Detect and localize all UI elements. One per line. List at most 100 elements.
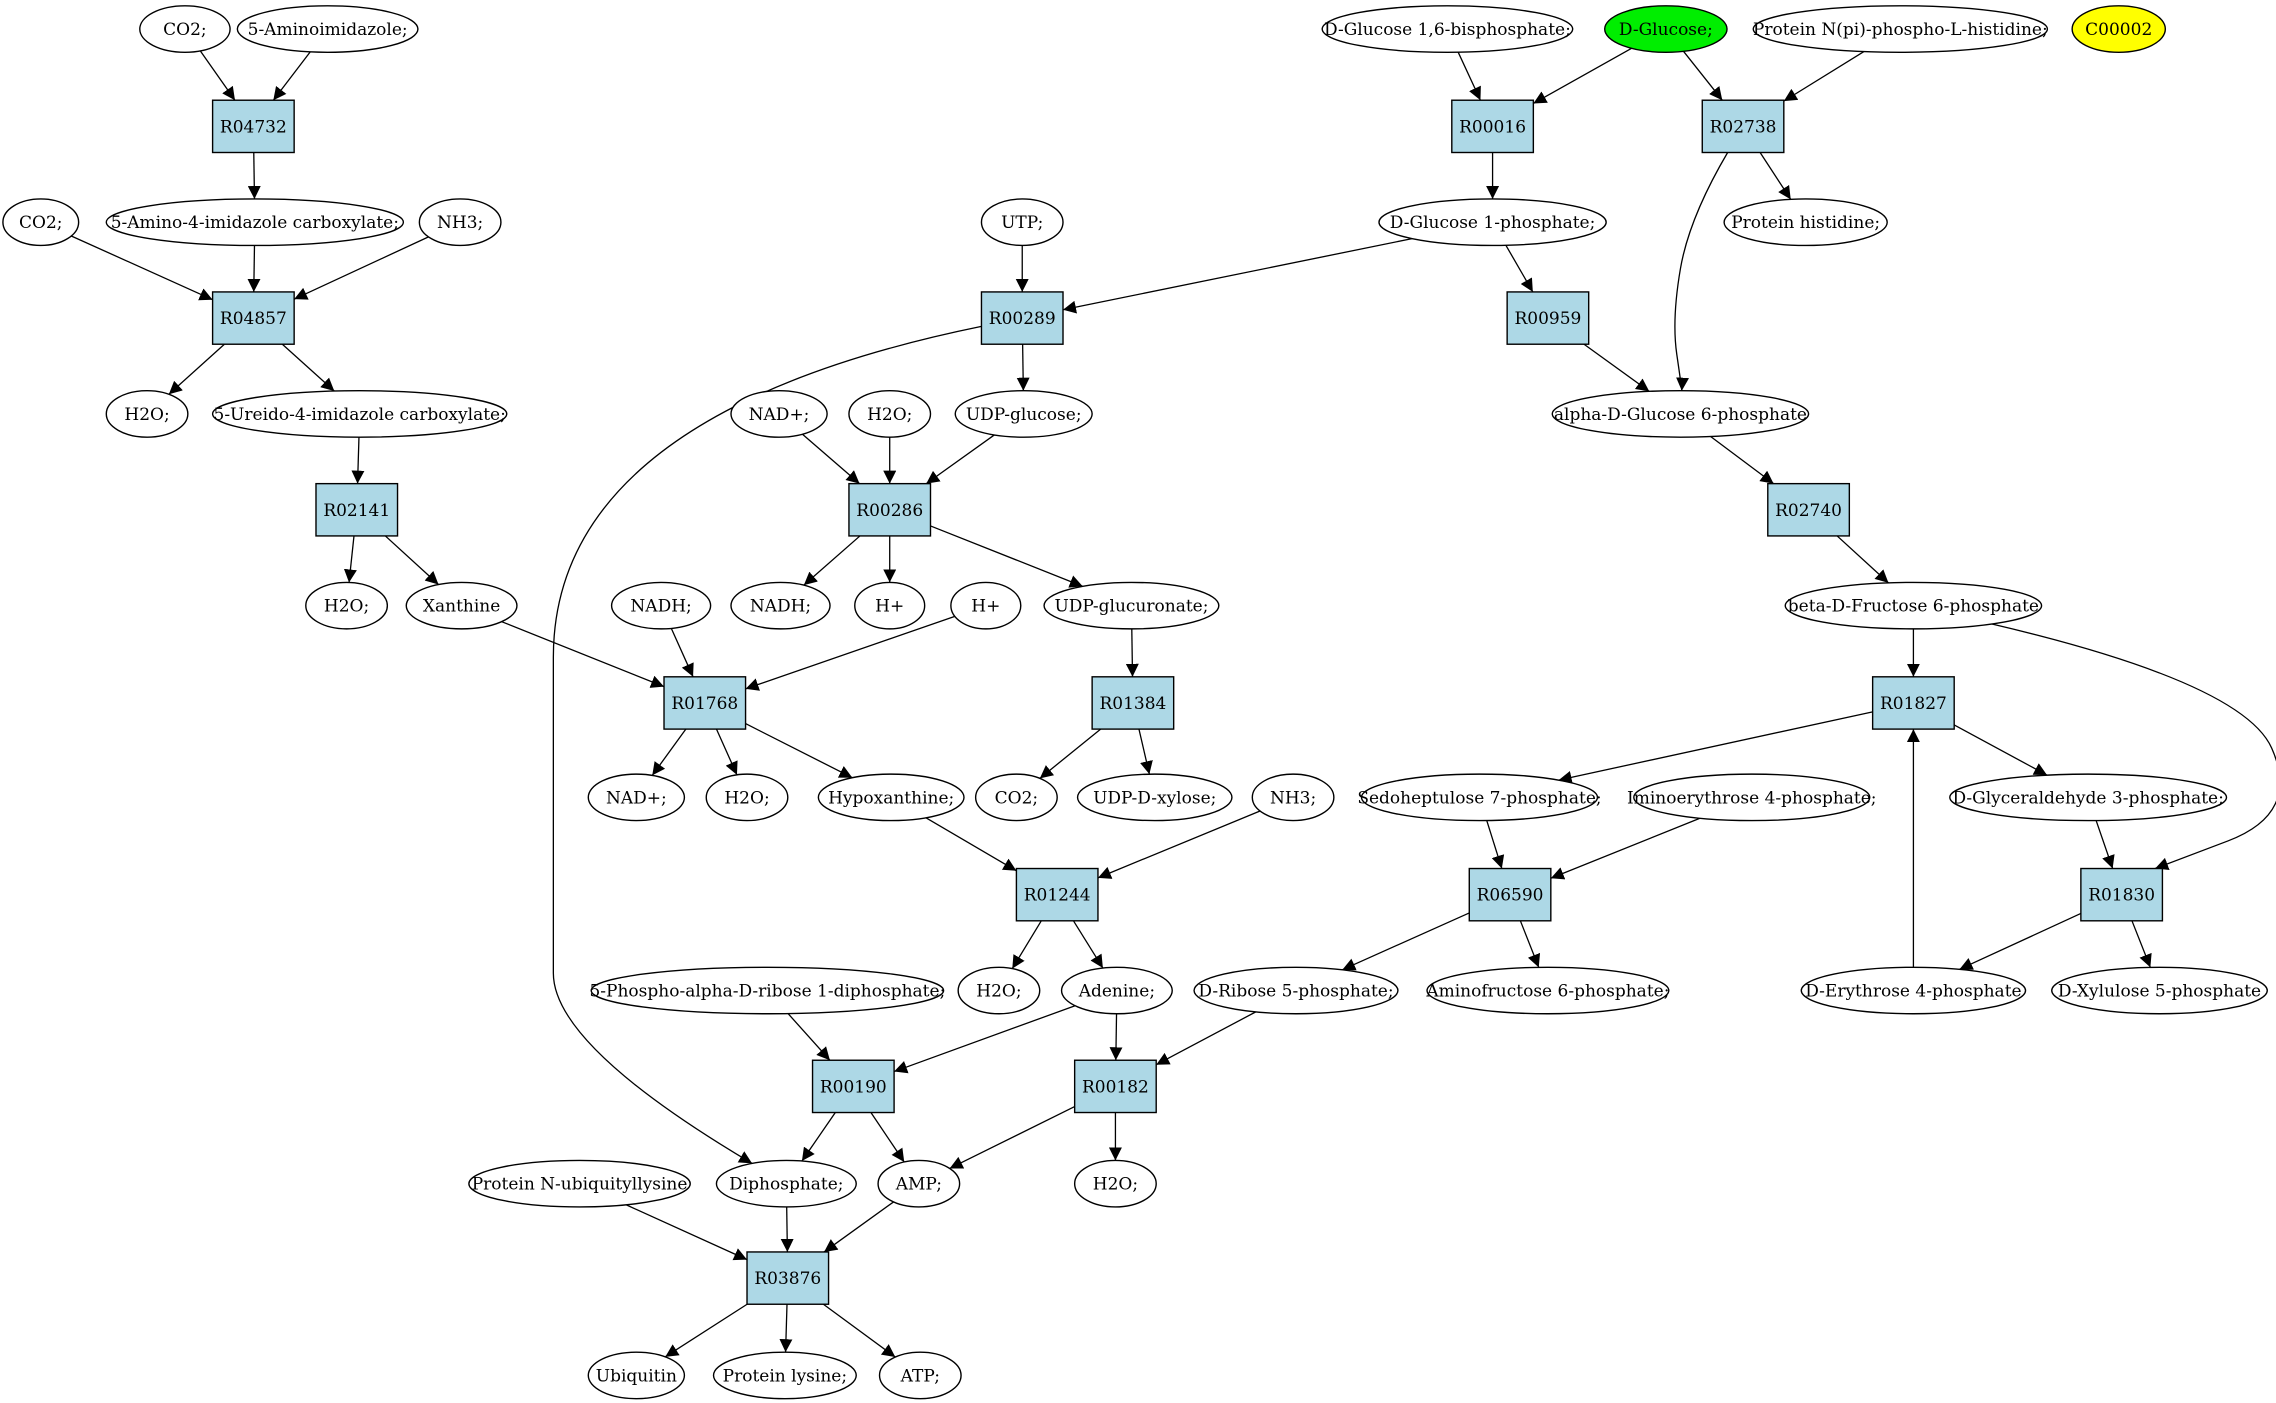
edge-ureido-to-r02141 (351, 437, 365, 484)
compound-label: 5-Aminoimidazole; (248, 20, 408, 40)
reaction-label: R04857 (220, 309, 287, 329)
compound-node-prot-his[interactable]: Protein histidine; (1723, 198, 1888, 247)
compound-ellipse (2, 198, 80, 247)
compound-node-nad-1[interactable]: NAD+; (730, 389, 828, 438)
compound-ellipse (105, 198, 405, 247)
compound-node-h2o-6[interactable]: H2O; (1073, 1159, 1157, 1208)
reaction-node-r00190[interactable]: R00190 (811, 1059, 895, 1114)
compound-label: UDP-glucose; (966, 405, 1082, 425)
compound-node-prpp[interactable]: 5-Phospho-alpha-D-ribose 1-diphosphate; (589, 966, 945, 1015)
compound-node-amp[interactable]: AMP; (877, 1159, 961, 1208)
edge-ga3p-to-r01830 (2095, 820, 2115, 869)
compound-node-udp-xylose[interactable]: UDP-D-xylose; (1076, 773, 1233, 822)
compound-node-co2-3[interactable]: CO2; (974, 773, 1058, 822)
compound-node-udp-glucose[interactable]: UDP-glucose; (954, 389, 1093, 438)
edge-r01768-to-nad-2 (651, 728, 687, 776)
compound-node-h2o-1[interactable]: H2O; (105, 389, 189, 438)
compound-node-co2-1[interactable]: CO2; (139, 5, 231, 53)
reaction-node-r01768[interactable]: R01768 (663, 676, 747, 730)
compound-label: D-Ribose 5-phosphate; (1198, 982, 1393, 1002)
compound-label: beta-D-Fructose 6-phosphate (1788, 597, 2039, 617)
compound-ellipse (878, 1351, 962, 1400)
compound-node-ag6p[interactable]: alpha-D-Glucose 6-phosphate (1551, 389, 1810, 438)
compound-node-bf6p[interactable]: beta-D-Fructose 6-phosphate (1784, 581, 2043, 630)
compound-node-xanthine[interactable]: Xanthine (405, 581, 518, 630)
compound-node-prot-phis[interactable]: Protein N(pi)-phospho-L-histidine; (1752, 5, 2049, 53)
compound-label: D-Erythrose 4-phosphate (1805, 982, 2021, 1002)
compound-node-nh3-2[interactable]: NH3; (1251, 773, 1335, 822)
compound-node-atp[interactable]: ATP; (878, 1351, 962, 1400)
compound-node-ie4p[interactable]: Iminoerythrose 4-phosphate; (1627, 773, 1877, 822)
compound-node-h2o-3[interactable]: H2O; (848, 389, 932, 438)
reaction-node-r00182[interactable]: R00182 (1073, 1059, 1157, 1114)
compound-ellipse (730, 389, 828, 438)
reaction-node-r00286[interactable]: R00286 (848, 482, 932, 537)
reaction-node-r01244[interactable]: R01244 (1015, 867, 1099, 922)
reaction-node-r00289[interactable]: R00289 (980, 291, 1064, 345)
compound-node-utp[interactable]: UTP; (980, 198, 1064, 247)
compound-node-dglucose[interactable]: D-Glucose; (1604, 5, 1728, 53)
compound-node-nadh-2[interactable]: NADH; (610, 581, 712, 630)
nodes-layer: CO2; 5-Aminoimidazole; 5-Amino-4-imidazole… (2, 5, 2268, 1400)
compound-node-diphosphate[interactable]: Diphosphate; (715, 1159, 857, 1208)
compound-node-nh3-1[interactable]: NH3; (418, 198, 502, 247)
compound-node-h2o-5[interactable]: H2O; (957, 966, 1041, 1015)
reaction-node-r03876[interactable]: R03876 (746, 1251, 830, 1305)
reaction-node-r04857[interactable]: R04857 (211, 291, 295, 345)
reaction-node-r01384[interactable]: R01384 (1091, 676, 1175, 730)
edge-r03876-to-atp (823, 1303, 896, 1358)
compound-node-g16bp[interactable]: D-Glucose 1,6-bisphosphate; (1321, 5, 1574, 53)
reaction-node-r00016[interactable]: R00016 (1451, 99, 1535, 154)
compound-node-xu5p[interactable]: D-Xylulose 5-phosphate (2051, 966, 2268, 1015)
compound-node-h2o-4[interactable]: H2O; (705, 773, 789, 822)
reaction-node-r02738[interactable]: R02738 (1701, 99, 1785, 154)
reaction-box (1073, 1059, 1157, 1114)
compound-node-c00002[interactable]: C00002 (2071, 5, 2167, 53)
compound-node-ubiquitin[interactable]: Ubiquitin (587, 1351, 686, 1400)
reaction-node-r06590[interactable]: R06590 (1468, 867, 1552, 922)
compound-node-adenine[interactable]: Adenine; (1060, 966, 1173, 1015)
compound-node-s7p[interactable]: Sedoheptulose 7-phosphate; (1357, 773, 1602, 822)
compound-node-af6p[interactable]: Aminofructose 6-phosphate; (1425, 966, 1670, 1015)
compound-node-ureido[interactable]: 5-Ureido-4-imidazole carboxylate; (211, 389, 508, 438)
compound-node-r5p[interactable]: D-Ribose 5-phosphate; (1193, 966, 1399, 1015)
compound-label: NH3; (1270, 788, 1316, 808)
compound-label: Protein N(pi)-phospho-L-histidine; (1753, 20, 2048, 40)
reaction-node-r00959[interactable]: R00959 (1506, 291, 1590, 345)
compound-ellipse (954, 389, 1093, 438)
edge-diphosphate-to-r03876 (780, 1206, 794, 1252)
edge-r00190-to-amp (870, 1112, 905, 1163)
edge-g1p-to-r00959 (1505, 244, 1534, 293)
compound-ellipse (1633, 773, 1871, 822)
compound-ellipse (980, 198, 1064, 247)
reaction-node-r04732[interactable]: R04732 (211, 99, 295, 154)
compound-node-amino-imid-carb[interactable]: 5-Amino-4-imidazole carboxylate; (105, 198, 405, 247)
compound-node-udp-glucuronate[interactable]: UDP-glucuronate; (1043, 581, 1220, 630)
compound-node-prot-ubiq[interactable]: Protein N-ubiquityllysine (468, 1159, 691, 1208)
reaction-box (1091, 676, 1175, 730)
compound-node-aminoimidazole[interactable]: 5-Aminoimidazole; (236, 5, 419, 53)
reaction-node-r01827[interactable]: R01827 (1871, 676, 1955, 730)
edge-r01384-to-udp-xylose (1138, 728, 1153, 775)
reaction-node-r02141[interactable]: R02141 (315, 482, 399, 537)
compound-label: H2O; (1093, 1175, 1138, 1195)
compound-node-hplus-1[interactable]: H+ (854, 581, 926, 630)
compound-ellipse (468, 1159, 691, 1208)
compound-node-nadh-1[interactable]: NADH; (730, 581, 831, 630)
compound-node-g1p[interactable]: D-Glucose 1-phosphate; (1378, 198, 1607, 247)
compound-node-hplus-2[interactable]: H+ (950, 581, 1022, 630)
compound-node-h2o-2[interactable]: H2O; (305, 581, 389, 630)
compound-node-e4p[interactable]: D-Erythrose 4-phosphate (1800, 966, 2027, 1015)
compound-node-prot-lysine[interactable]: Protein lysine; (712, 1351, 857, 1400)
reaction-node-r02740[interactable]: R02740 (1767, 482, 1851, 537)
compound-label: NAD+; (749, 405, 810, 425)
compound-node-co2-2[interactable]: CO2; (2, 198, 80, 247)
compound-node-hypoxanthine[interactable]: Hypoxanthine; (817, 773, 965, 822)
reaction-node-r01830[interactable]: R01830 (2080, 867, 2164, 922)
edge-r04857-to-ureido (281, 343, 335, 392)
compound-node-nad-2[interactable]: NAD+; (587, 773, 686, 822)
compound-node-ga3p[interactable]: D-Glyceraldehyde 3-phosphate; (1949, 773, 2228, 822)
reaction-box (980, 291, 1064, 345)
reaction-label: R00016 (1459, 117, 1526, 137)
reaction-box (848, 482, 932, 537)
